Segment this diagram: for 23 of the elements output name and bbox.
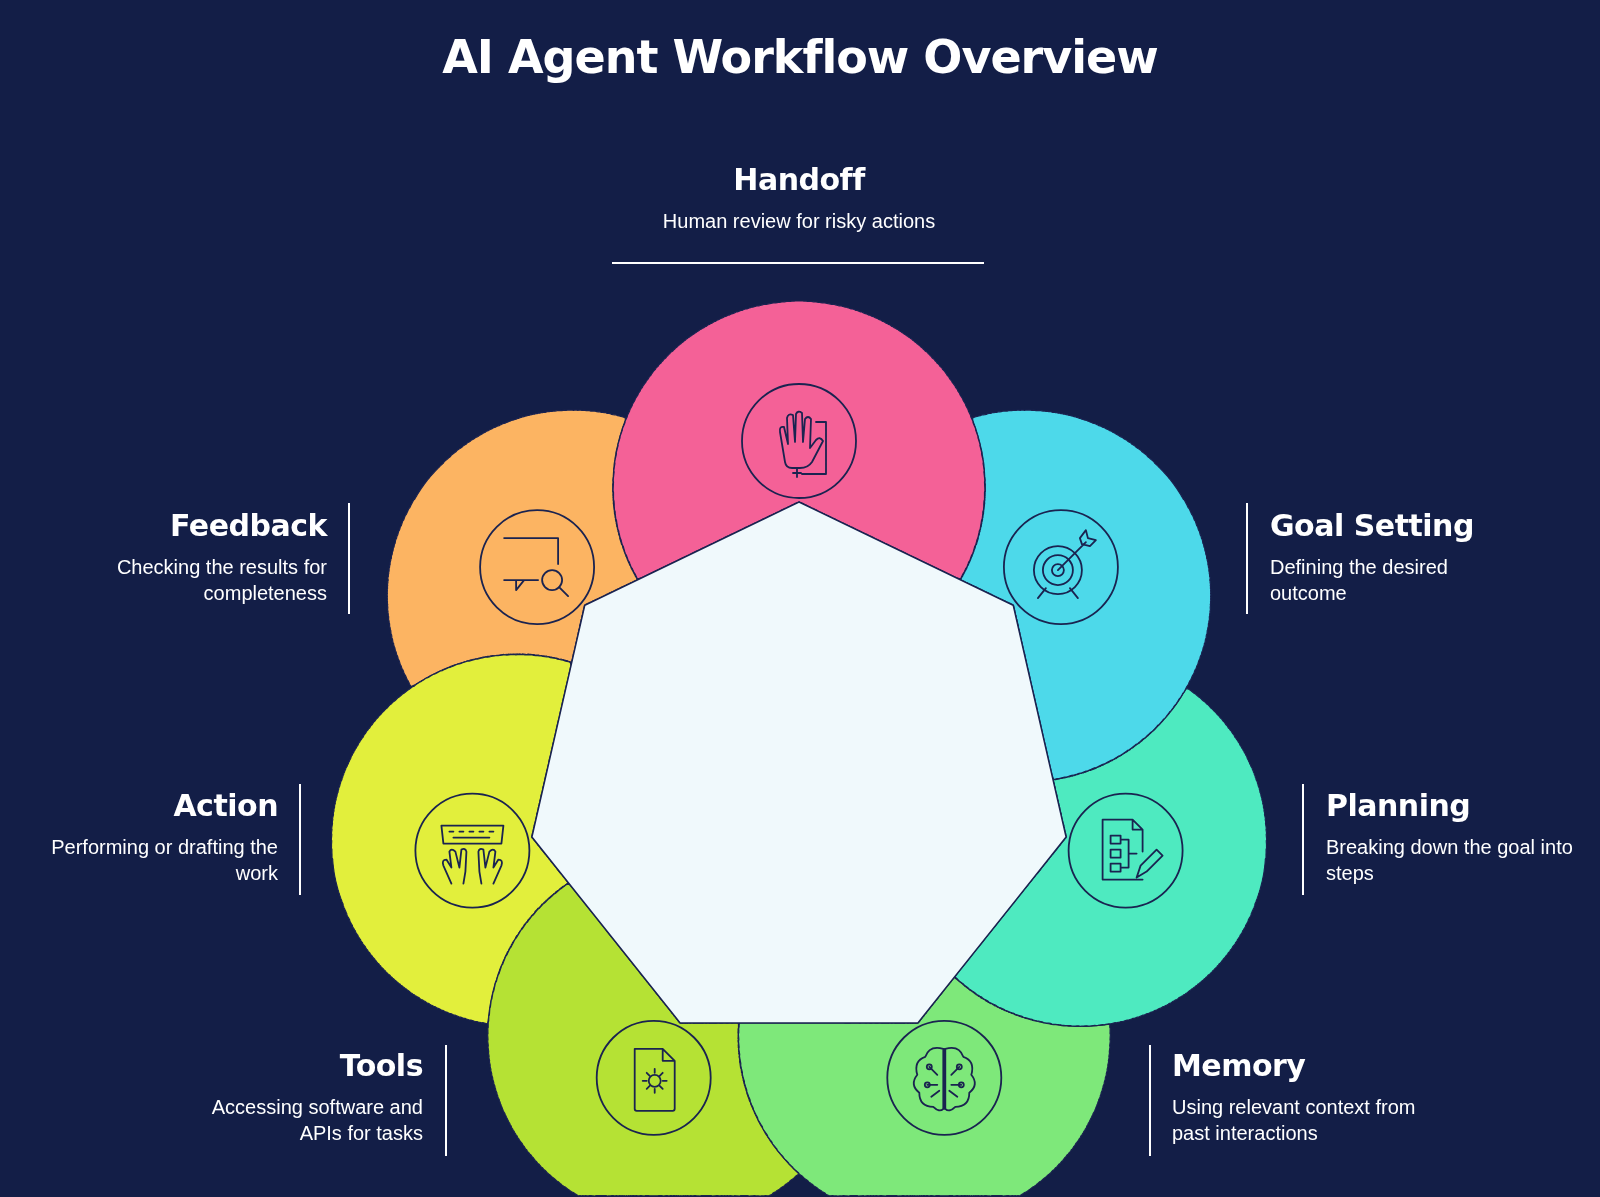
title: AI Agent Workflow Overview (441, 30, 1159, 84)
step-description: Breaking down the goal into steps (1326, 835, 1574, 886)
petal-shape (737, 976, 1111, 1197)
step-title: Planning (1326, 788, 1471, 823)
step-description: Checking the results for completeness (115, 555, 327, 606)
step-title: Feedback (170, 508, 327, 543)
step-title: Goal Setting (1270, 508, 1474, 543)
petal-shape (330, 653, 572, 1025)
petal-shape (960, 409, 1212, 781)
petal-shape (386, 409, 638, 688)
step-title: Tools (339, 1048, 423, 1083)
step-description: Accessing software and APIs for tasks (210, 1095, 423, 1146)
petal-shape (954, 688, 1268, 1027)
step-description: Human review for risky actions (661, 209, 937, 234)
heptagon-shape (531, 501, 1067, 1024)
step-description: Using relevant context from past interactions (1172, 1095, 1417, 1146)
step-description: Performing or drafting the work (50, 835, 278, 886)
step-description: Defining the desired outcome (1270, 555, 1449, 606)
step-title: Action (173, 788, 278, 823)
petal-shape (487, 883, 800, 1197)
step-title: Memory (1172, 1048, 1306, 1083)
petal-shape (612, 300, 986, 580)
step-title: Handoff (732, 162, 867, 197)
